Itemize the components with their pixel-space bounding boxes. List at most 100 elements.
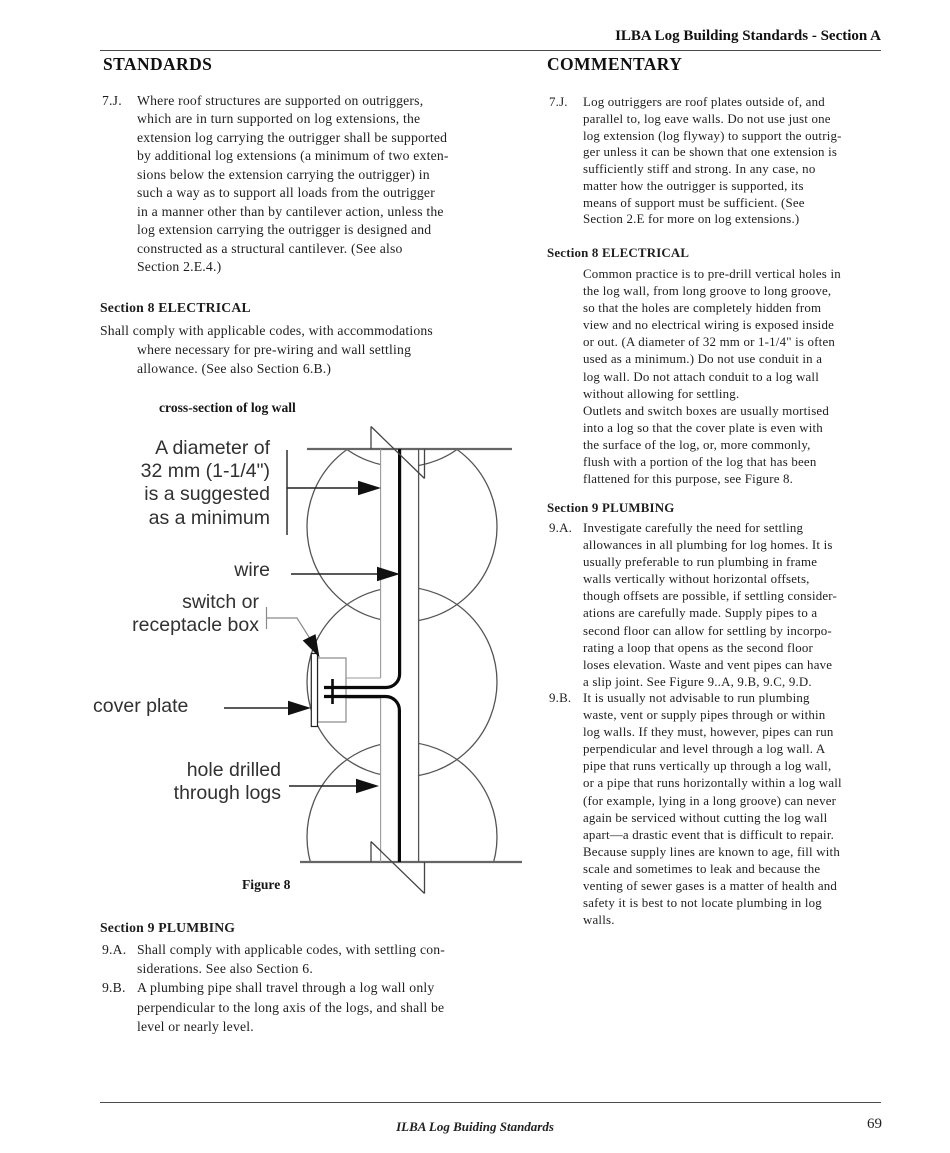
text-line: where necessary for pre-wiring and wall …	[137, 342, 412, 358]
text-line: Because supply lines are known to age, f…	[583, 844, 840, 859]
hole-arrow	[289, 778, 379, 794]
text-line: so that the holes are completely hidden …	[583, 301, 822, 316]
diameter-label-line: 32 mm (1-1/4")	[140, 460, 270, 483]
text-line: venting of sewer gases is a matter of he…	[583, 879, 838, 894]
cover-plate-label: cover plate	[93, 695, 189, 717]
switch-box-leader	[265, 607, 320, 658]
text-line: walls vertically without horizontal offs…	[583, 572, 810, 587]
text-line: ger unless it can be shown that one exte…	[583, 145, 838, 160]
break-mark-top	[370, 426, 426, 479]
text-line: into a log so that the cover plate is ev…	[583, 420, 823, 435]
text-line: scale and sometimes to leak and because …	[583, 861, 821, 876]
break-mark-bottom	[370, 841, 426, 894]
text-block: 9.A. Shall comply with applicable codes, …	[100, 940, 445, 978]
bottom-mask	[90, 862, 540, 905]
item-marker: 7.J.	[549, 95, 568, 109]
footer-rule	[100, 1102, 881, 1103]
text-line: loses elevation. Waste and vent pipes ca…	[583, 657, 833, 672]
switch-box-label: switch or receptacle box	[132, 591, 259, 637]
hole-label-line: through logs	[173, 782, 281, 805]
text-block: 7.J.Log outriggers are roof plates outsi…	[547, 94, 842, 228]
text-line: Shall comply with applicable codes, with…	[100, 323, 433, 338]
switch-box-label-line: receptacle box	[132, 614, 259, 637]
cover-plate	[310, 652, 319, 728]
text-line: constructed as a structural cantilever. …	[137, 240, 403, 256]
text-line: perpendicular to the long axis of the lo…	[137, 999, 445, 1015]
text-line: allowance. (See also Section 6.B.)	[137, 361, 332, 377]
text-line: means of support must be sufficient. (Se…	[583, 195, 805, 210]
text-block: Shall comply with applicable codes, with…	[100, 321, 433, 379]
text-line: Where roof structures are supported on o…	[137, 93, 424, 108]
text-line: log walls. If they must, however, pipes …	[583, 725, 834, 740]
text-line: (for example, lying in a long groove) ca…	[583, 793, 837, 808]
text-line: safety it is best to not locate plumbing…	[583, 896, 822, 911]
text-line: by additional log extensions (a minimum …	[137, 148, 449, 164]
text-line: It is usually not advisable to run plumb…	[583, 691, 810, 705]
text-line: level or nearly level.	[137, 1018, 254, 1034]
text-line: matter how the outrigger is supported, i…	[583, 178, 804, 193]
top-mask	[90, 415, 540, 449]
text-line: in a manner other than by cantilever act…	[137, 203, 444, 219]
text-block: Common practice is to pre-drill vertical…	[547, 266, 841, 488]
page-header-title: ILBA Log Building Standards - Section A	[615, 28, 881, 44]
text-line: ations are carefully made. Supply pipes …	[583, 606, 818, 621]
text-block: 7.J. Where roof structures are supported …	[100, 92, 449, 276]
text-line: log wall. Do not attach conduit to a log…	[583, 369, 819, 384]
text-line: parallel to, log eave walls. Do not use …	[583, 111, 831, 126]
text-line: Section 2.E.4.)	[137, 258, 222, 274]
footer-title: ILBA Log Buiding Standards	[396, 1119, 554, 1134]
hole-label: hole drilled through logs	[174, 759, 281, 805]
text-line: Shall comply with applicable codes, with…	[137, 942, 446, 957]
text-line: pipe that runs vertically up through a l…	[583, 759, 832, 774]
text-line: which are in turn supported on log exten…	[137, 111, 421, 127]
text-line: view and no electrical wiring is exposed…	[583, 318, 835, 333]
text-line: used as a minimum.) Do not use conduit i…	[583, 352, 823, 367]
item-marker: 9.B.	[549, 691, 572, 705]
item-marker: 7.J.	[102, 93, 122, 108]
text-line: though offsets are possible, if settling…	[583, 589, 838, 604]
section-heading: Section 9 PLUMBING	[100, 920, 236, 935]
text-line: Investigate carefully the need for settl…	[583, 521, 804, 535]
figure-caption: Figure 8	[242, 877, 291, 892]
cover-plate-arrow	[224, 700, 311, 716]
standards-heading: STANDARDS	[103, 54, 213, 74]
page-number: 69	[867, 1116, 882, 1132]
text-line: siderations. See also Section 6.	[137, 961, 313, 977]
text-line: allowances in all plumbing for log homes…	[583, 538, 833, 553]
text-line: rating a loop that opens as the second f…	[583, 640, 814, 655]
text-line: walls.	[583, 913, 615, 928]
wire-label: wire	[234, 559, 270, 581]
diameter-label: A diameter of 32 mm (1-1/4") is a sugges…	[141, 437, 270, 530]
commentary-heading: COMMENTARY	[547, 54, 683, 74]
text-line: the surface of the log, or, more commonl…	[583, 437, 811, 452]
text-line: such a way as to support all loads from …	[137, 185, 435, 201]
text-line: a slip joint. See Figure 9..A, 9.B, 9.C,…	[583, 674, 812, 689]
text-line: without allowing for settling.	[583, 386, 740, 401]
section-heading: Section 8 ELECTRICAL	[547, 246, 690, 260]
text-line: waste, vent or supply pipes through or w…	[583, 708, 826, 723]
text-line: apart—a drastic event that is difficult …	[583, 827, 835, 842]
text-line: or out. (A diameter of 32 mm or 1-1/4" i…	[583, 335, 836, 350]
text-line: A plumbing pipe shall travel through a l…	[137, 980, 435, 996]
text-block: 9.A.Investigate carefully the need for s…	[547, 520, 837, 691]
text-block: 9.B.A plumbing pipe shall travel through…	[100, 978, 444, 1036]
text-line: perpendicular and level through a log wa…	[583, 742, 826, 757]
text-line: sufficiently stiff and strong. In any ca…	[583, 162, 816, 176]
figure-title: cross-section of log wall	[159, 400, 296, 415]
wire-arrow	[291, 566, 400, 582]
text-line: flattened for this purpose, see Figure 8…	[583, 472, 794, 487]
diameter-label-line: as a minimum	[148, 506, 270, 529]
log-wall-cross-section-figure	[90, 415, 540, 905]
diameter-arrow	[286, 450, 381, 535]
text-line: Section 2.E for more on log extensions.)	[583, 212, 800, 227]
text-line: log extension (log flyway) to support th…	[583, 128, 842, 143]
text-line: Outlets and switch boxes are usually mor…	[583, 403, 829, 418]
text-block: 9.B. It is usually not advisable to run p…	[547, 690, 842, 929]
text-line: Common practice is to pre-drill vertical…	[583, 267, 841, 281]
text-line: flush with a portion of the log that has…	[583, 455, 817, 470]
text-line: usually preferable to run plumbing in fr…	[583, 555, 818, 570]
item-marker: 9.A.	[102, 942, 127, 957]
header-rule	[100, 50, 881, 51]
diameter-label-line: is a suggested	[144, 483, 270, 506]
